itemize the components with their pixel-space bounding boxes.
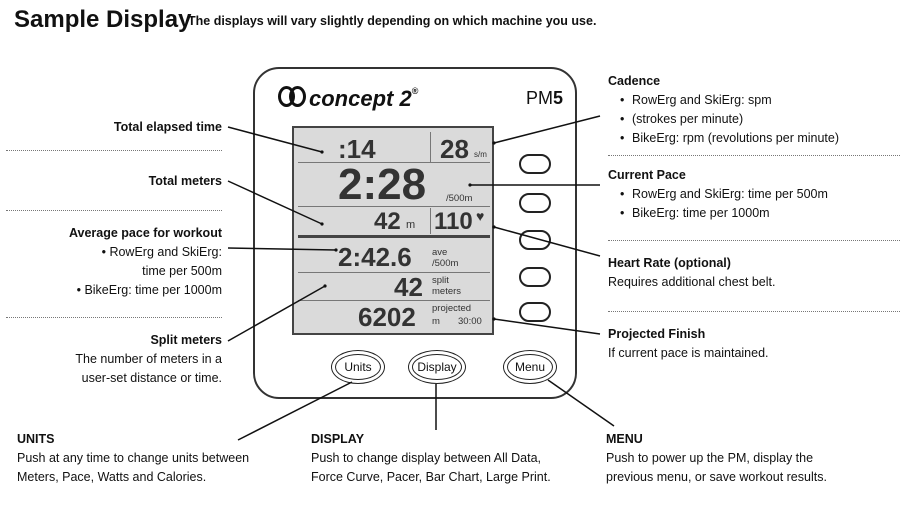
screen-divider — [298, 300, 490, 301]
soft-key-4[interactable] — [519, 267, 551, 287]
label-average-pace: Average pace for workout • RowErg and Sk… — [69, 224, 222, 300]
split-meters-value: 42 — [394, 272, 423, 302]
elapsed-time-value: :14 — [338, 134, 376, 164]
screen-thick-divider — [298, 235, 490, 238]
display-line-1: Push to change display between All Data, — [311, 451, 542, 465]
screen-divider — [298, 272, 490, 273]
display-line-2: Force Curve, Pacer, Bar Chart, Large Pri… — [311, 470, 551, 484]
label-heart-rate: Heart Rate (optional) Requires additiona… — [608, 254, 775, 292]
dotted-separator — [608, 311, 900, 312]
split-meters-line-2: user-set distance or time. — [81, 371, 222, 385]
average-pace-title: Average pace for workout — [68, 226, 222, 240]
heart-rate-line-1: Requires additional chest belt. — [608, 275, 776, 289]
label-total-meters: Total meters — [148, 174, 222, 188]
label-total-elapsed-time: Total elapsed time — [113, 120, 222, 134]
projected-meters-value: 6202 — [358, 302, 416, 332]
avg-pace-unit-2: /500m — [432, 258, 459, 269]
units-button-label: Units — [344, 360, 372, 374]
current-pace-value: 2:28 — [338, 160, 427, 209]
label-units: UNITS Push at any time to change units b… — [17, 430, 249, 487]
display-title: DISPLAY — [311, 432, 365, 446]
brand-name: concept 2 — [309, 86, 412, 111]
screen-divider — [298, 162, 490, 163]
cadence-value: 28 — [440, 134, 469, 164]
label-current-pace: Current Pace RowErg and SkiErg: time per… — [608, 166, 828, 223]
menu-title: MENU — [606, 432, 643, 446]
menu-button[interactable]: Menu — [503, 350, 557, 384]
projected-unit-2: m — [432, 316, 440, 327]
screen-divider — [298, 206, 490, 207]
label-cadence: Cadence RowErg and SkiErg: spm (strokes … — [608, 72, 839, 148]
soft-key-3[interactable] — [519, 230, 551, 250]
avg-pace-value: 2:42.6 — [338, 242, 412, 272]
units-title: UNITS — [17, 432, 55, 446]
cadence-bullet-1: RowErg and SkiErg: spm — [618, 91, 839, 110]
projected-time: 30:00 — [458, 316, 482, 327]
projected-finish-line-1: If current pace is maintained. — [608, 346, 769, 360]
label-menu: MENU Push to power up the PM, display th… — [606, 430, 827, 487]
menu-button-label: Menu — [514, 360, 546, 374]
current-pace-title: Current Pace — [608, 168, 686, 182]
projected-unit-1: projected — [432, 303, 472, 314]
current-pace-unit: /500m — [446, 193, 473, 204]
avg-pace-unit-1: ave — [432, 247, 448, 258]
soft-key-5[interactable] — [519, 302, 551, 322]
units-line-2: Meters, Pace, Watts and Calories. — [17, 470, 207, 484]
display-button[interactable]: Display — [408, 350, 466, 384]
split-unit-1: split — [432, 275, 449, 286]
split-unit-2: meters — [432, 286, 462, 297]
model-label: PM5 — [526, 88, 563, 109]
heart-rate-title: Heart Rate (optional) — [608, 256, 731, 270]
menu-line-2: previous menu, or save workout results. — [606, 470, 827, 484]
label-projected-finish: Projected Finish If current pace is main… — [608, 325, 769, 363]
model-number: 5 — [553, 88, 564, 108]
cadence-bullet-1-cont: (strokes per minute) — [618, 110, 839, 129]
model-prefix: PM — [526, 88, 553, 108]
dotted-separator — [608, 155, 900, 156]
dotted-separator — [6, 150, 222, 151]
units-line-1: Push at any time to change units between — [17, 451, 250, 465]
logo-ring-icon — [289, 86, 306, 107]
cadence-unit: s/m — [474, 150, 487, 159]
dotted-separator — [6, 210, 222, 211]
concept2-logo: concept 2® — [278, 86, 418, 112]
heart-icon: ♥ — [476, 208, 485, 224]
dotted-separator — [608, 240, 900, 241]
projected-finish-title: Projected Finish — [608, 327, 706, 341]
average-pace-bullet-1-cont: time per 500m — [142, 264, 222, 278]
page-subtitle: The displays will vary slightly dependin… — [188, 14, 597, 28]
split-meters-title: Split meters — [150, 333, 222, 347]
average-pace-bullet-1: • RowErg and SkiErg: — [101, 245, 222, 259]
total-meters-value: 42 — [374, 208, 401, 235]
average-pace-bullet-2: • BikeErg: time per 1000m — [76, 283, 222, 297]
cadence-bullet-2: BikeErg: rpm (revolutions per minute) — [618, 129, 839, 148]
monitor-screen: :14 28 s/m 2:28 /500m 42 m 110 ♥ 2:42.6 … — [292, 126, 494, 335]
soft-key-2[interactable] — [519, 193, 551, 213]
soft-key-1[interactable] — [519, 154, 551, 174]
page-title: Sample Display — [14, 6, 192, 33]
label-display: DISPLAY Push to change display between A… — [311, 430, 551, 487]
current-pace-bullet-2: BikeErg: time per 1000m — [618, 204, 828, 223]
units-button[interactable]: Units — [331, 350, 385, 384]
label-split-meters: Split meters The number of meters in a u… — [75, 331, 222, 388]
screen-divider — [430, 208, 431, 234]
dotted-separator — [6, 317, 222, 318]
display-button-label: Display — [417, 360, 457, 374]
current-pace-bullet-1: RowErg and SkiErg: time per 500m — [618, 185, 828, 204]
total-meters-unit: m — [406, 219, 416, 231]
split-meters-line-1: The number of meters in a — [75, 352, 222, 366]
heart-rate-value: 110 — [434, 208, 473, 235]
screen-divider — [430, 132, 431, 162]
menu-line-1: Push to power up the PM, display the — [606, 451, 814, 465]
cadence-title: Cadence — [608, 74, 661, 88]
